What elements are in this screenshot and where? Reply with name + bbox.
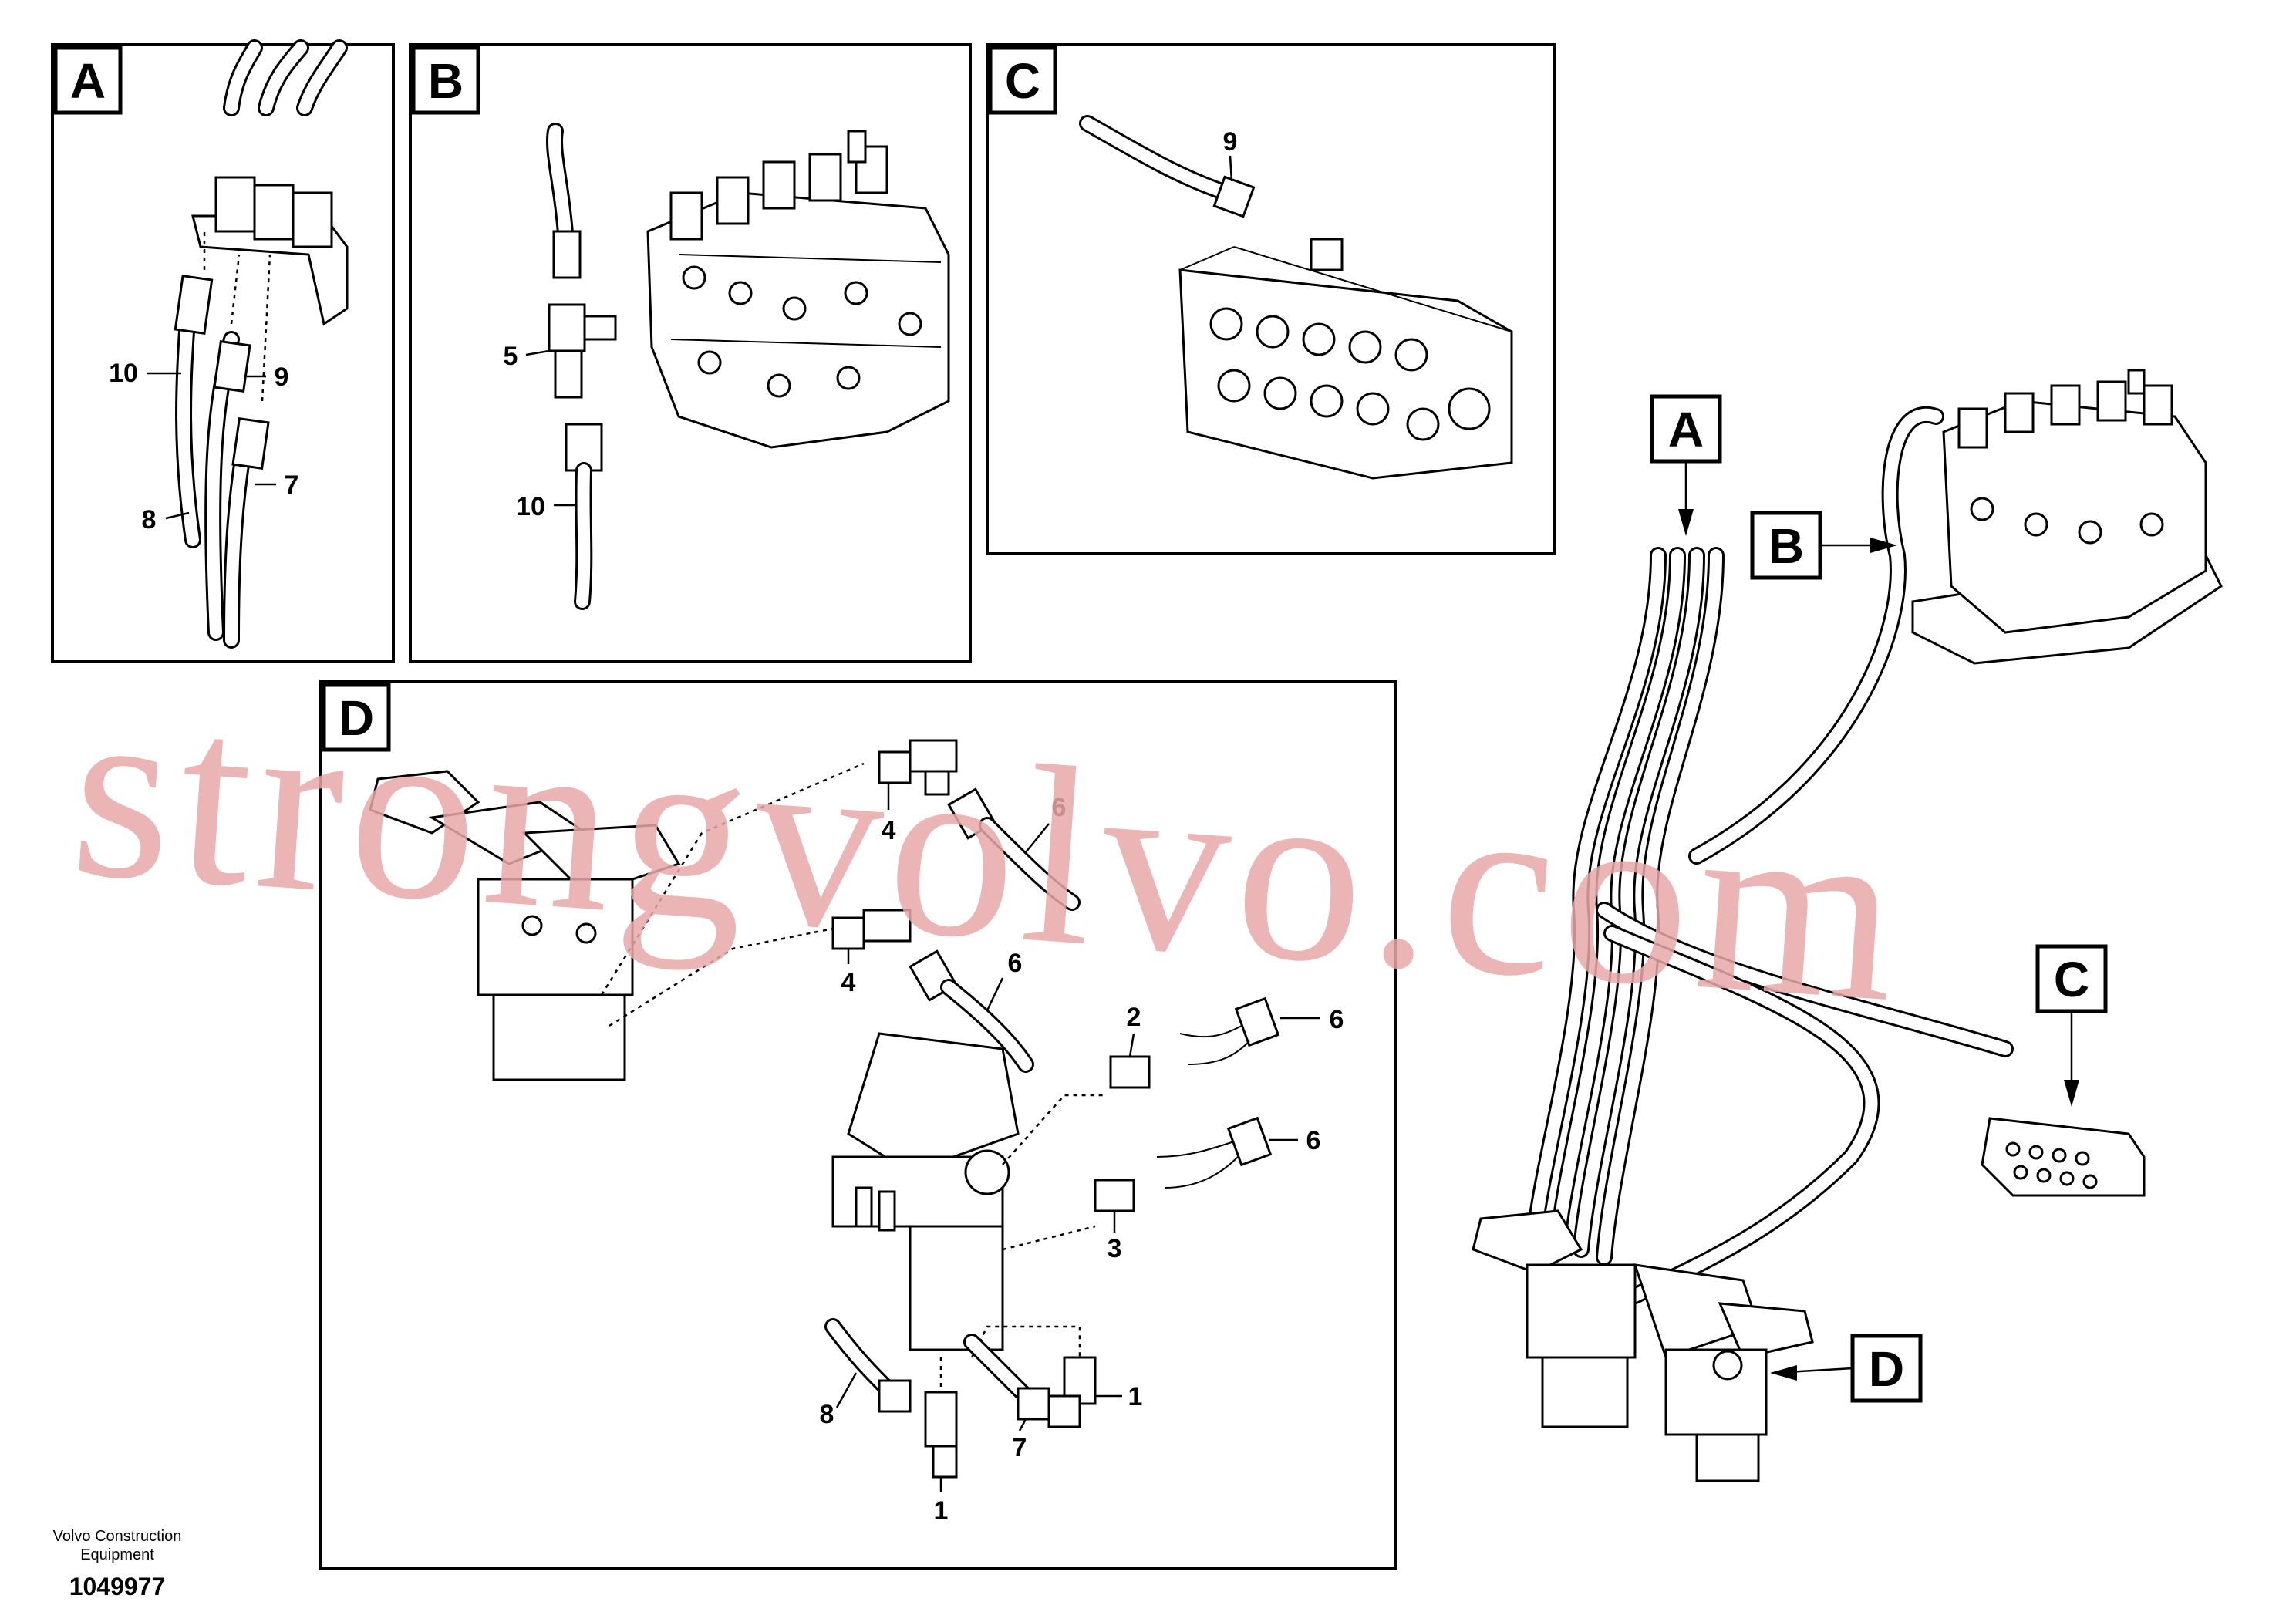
callout-d-8: 8 [820,1400,834,1429]
distribution-block-c [1178,238,1513,480]
callout-d-1a: 1 [934,1496,949,1526]
svg-text:C: C [2054,952,2089,1007]
drawing-number: 1049977 [69,1573,166,1600]
panel-a: A 10 9 7 8 [51,39,395,663]
panel-d: D [319,680,1397,1570]
callout-c-9: 9 [1223,127,1238,157]
callout-d-6b: 6 [1008,949,1023,978]
panel-c: C 9 [986,43,1556,555]
footer-company-line2: Equipment [80,1546,154,1563]
panel-d-tag-label: D [339,690,374,746]
panel-a-tag-label: A [70,53,106,109]
overview-tag-a: A [1650,394,1722,536]
panel-a-tag [53,46,123,115]
callout-d-4b: 4 [841,968,856,997]
callout-b-5: 5 [504,342,518,371]
panel-c-tag-label: C [1005,53,1040,109]
callout-d-2: 2 [1127,1003,1141,1032]
overview-tag-b: B [1750,511,1897,580]
callout-d-4a: 4 [882,816,896,845]
overview-assembly [1472,369,2223,1482]
callout-d-3: 3 [1108,1234,1122,1263]
callout-a-10: 10 [109,359,138,388]
callout-d-7: 7 [1013,1433,1027,1462]
callout-b-10: 10 [516,492,545,521]
joystick-valve-center [831,1032,1020,1351]
svg-text:D: D [1869,1341,1904,1397]
callout-a-8: 8 [142,505,157,534]
panel-b: B 5 10 [409,43,972,663]
panel-d-tag [322,683,391,752]
overview-tag-c: C [2035,944,2108,1107]
panel-b-tag-label: B [428,53,464,109]
callout-a-7: 7 [285,470,299,500]
callout-a-9: 9 [275,363,289,392]
pedal-valve-left [369,770,681,1081]
footer-company-line1: Volvo Construction [53,1528,182,1545]
overview-tag-d: D [1770,1334,1923,1403]
callout-d-6d: 6 [1306,1126,1321,1155]
panel-c-tag [988,46,1057,115]
callout-d-1b: 1 [1128,1382,1143,1411]
callout-d-6a: 6 [1052,793,1067,822]
svg-text:B: B [1768,518,1804,574]
control-valve-b [646,130,950,449]
callout-d-6c: 6 [1330,1005,1344,1034]
panel-b-tag [411,46,480,115]
svg-text:A: A [1668,402,1704,457]
